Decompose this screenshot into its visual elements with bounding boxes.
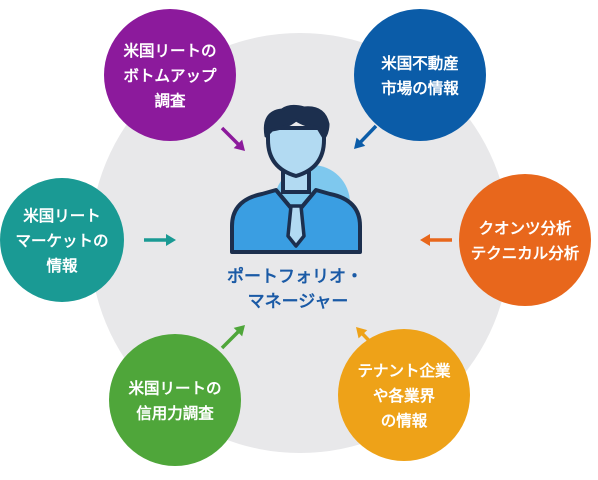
arrow-real-estate-market-info xyxy=(358,124,378,145)
node-label-line: 米国リートの xyxy=(128,379,221,398)
arrowhead-quant-technical-analysis xyxy=(420,234,430,246)
arrowhead-bottom-up-research xyxy=(233,139,245,151)
node-circle-credit-research xyxy=(109,334,241,466)
arrow-bottom-up-research xyxy=(220,126,241,147)
node-real-estate-market-info: 米国不動産市場の情報 xyxy=(354,9,486,141)
node-label-line: 市場の情報 xyxy=(381,79,459,98)
hair xyxy=(263,104,330,140)
node-label-real-estate-market-info: 米国不動産市場の情報 xyxy=(381,54,459,98)
node-label-line: 米国不動産 xyxy=(381,54,459,73)
node-label-line: テクニカル分析 xyxy=(471,244,580,263)
nodes-group: 米国リートのボトムアップ調査米国不動産市場の情報クオンツ分析テクニカル分析テナン… xyxy=(0,9,591,466)
node-credit-research: 米国リートの信用力調査 xyxy=(109,334,241,466)
node-circle-real-estate-market-info xyxy=(354,9,486,141)
arrows-group xyxy=(144,124,452,352)
node-bottom-up-research: 米国リートのボトムアップ調査 xyxy=(104,9,236,141)
node-label-quant-technical-analysis: クオンツ分析テクニカル分析 xyxy=(471,219,580,263)
head xyxy=(266,126,326,178)
node-quant-technical-analysis: クオンツ分析テクニカル分析 xyxy=(459,174,591,306)
center-label-line-1: ポートフォリオ・ xyxy=(227,266,363,287)
tie xyxy=(286,204,306,248)
node-label-line: 情報 xyxy=(46,256,78,275)
node-label-line: 信用力調査 xyxy=(136,404,214,423)
node-circle-tenant-industry-info xyxy=(338,329,470,461)
portfolio-manager-person-icon xyxy=(230,104,362,254)
center-label-line-2: マネージャー xyxy=(248,292,349,312)
arrow-credit-research xyxy=(220,329,241,350)
node-label-reit-market-info: 米国リートマーケットの情報 xyxy=(15,206,108,275)
node-reit-market-info: 米国リートマーケットの情報 xyxy=(0,178,124,302)
node-label-credit-research: 米国リートの信用力調査 xyxy=(128,379,221,423)
node-circle-reit-market-info xyxy=(0,178,124,302)
center-label: ポートフォリオ・ マネージャー xyxy=(227,266,369,312)
arrowhead-tenant-industry-info xyxy=(356,327,368,339)
node-label-line: ボトムアップ xyxy=(123,66,217,85)
node-label-line: マーケットの xyxy=(15,232,108,250)
node-circle-quant-technical-analysis xyxy=(459,174,591,306)
node-label-line: テナント企業 xyxy=(357,361,451,380)
node-label-line: 米国リートの xyxy=(123,41,216,60)
node-label-line: や各業界 xyxy=(373,386,436,405)
node-tenant-industry-info: テナント企業や各業界の情報 xyxy=(338,329,470,461)
node-label-bottom-up-research: 米国リートのボトムアップ調査 xyxy=(123,41,217,110)
node-label-tenant-industry-info: テナント企業や各業界の情報 xyxy=(357,361,451,430)
node-label-line: 米国リート xyxy=(23,206,101,225)
arrowhead-reit-market-info xyxy=(166,234,176,246)
node-label-line: クオンツ分析 xyxy=(478,219,572,238)
node-label-line: 調査 xyxy=(154,91,186,110)
arrowhead-credit-research xyxy=(233,325,245,337)
node-label-line: の情報 xyxy=(381,411,428,430)
node-circle-bottom-up-research xyxy=(104,9,236,141)
arrowhead-real-estate-market-info xyxy=(354,137,366,149)
